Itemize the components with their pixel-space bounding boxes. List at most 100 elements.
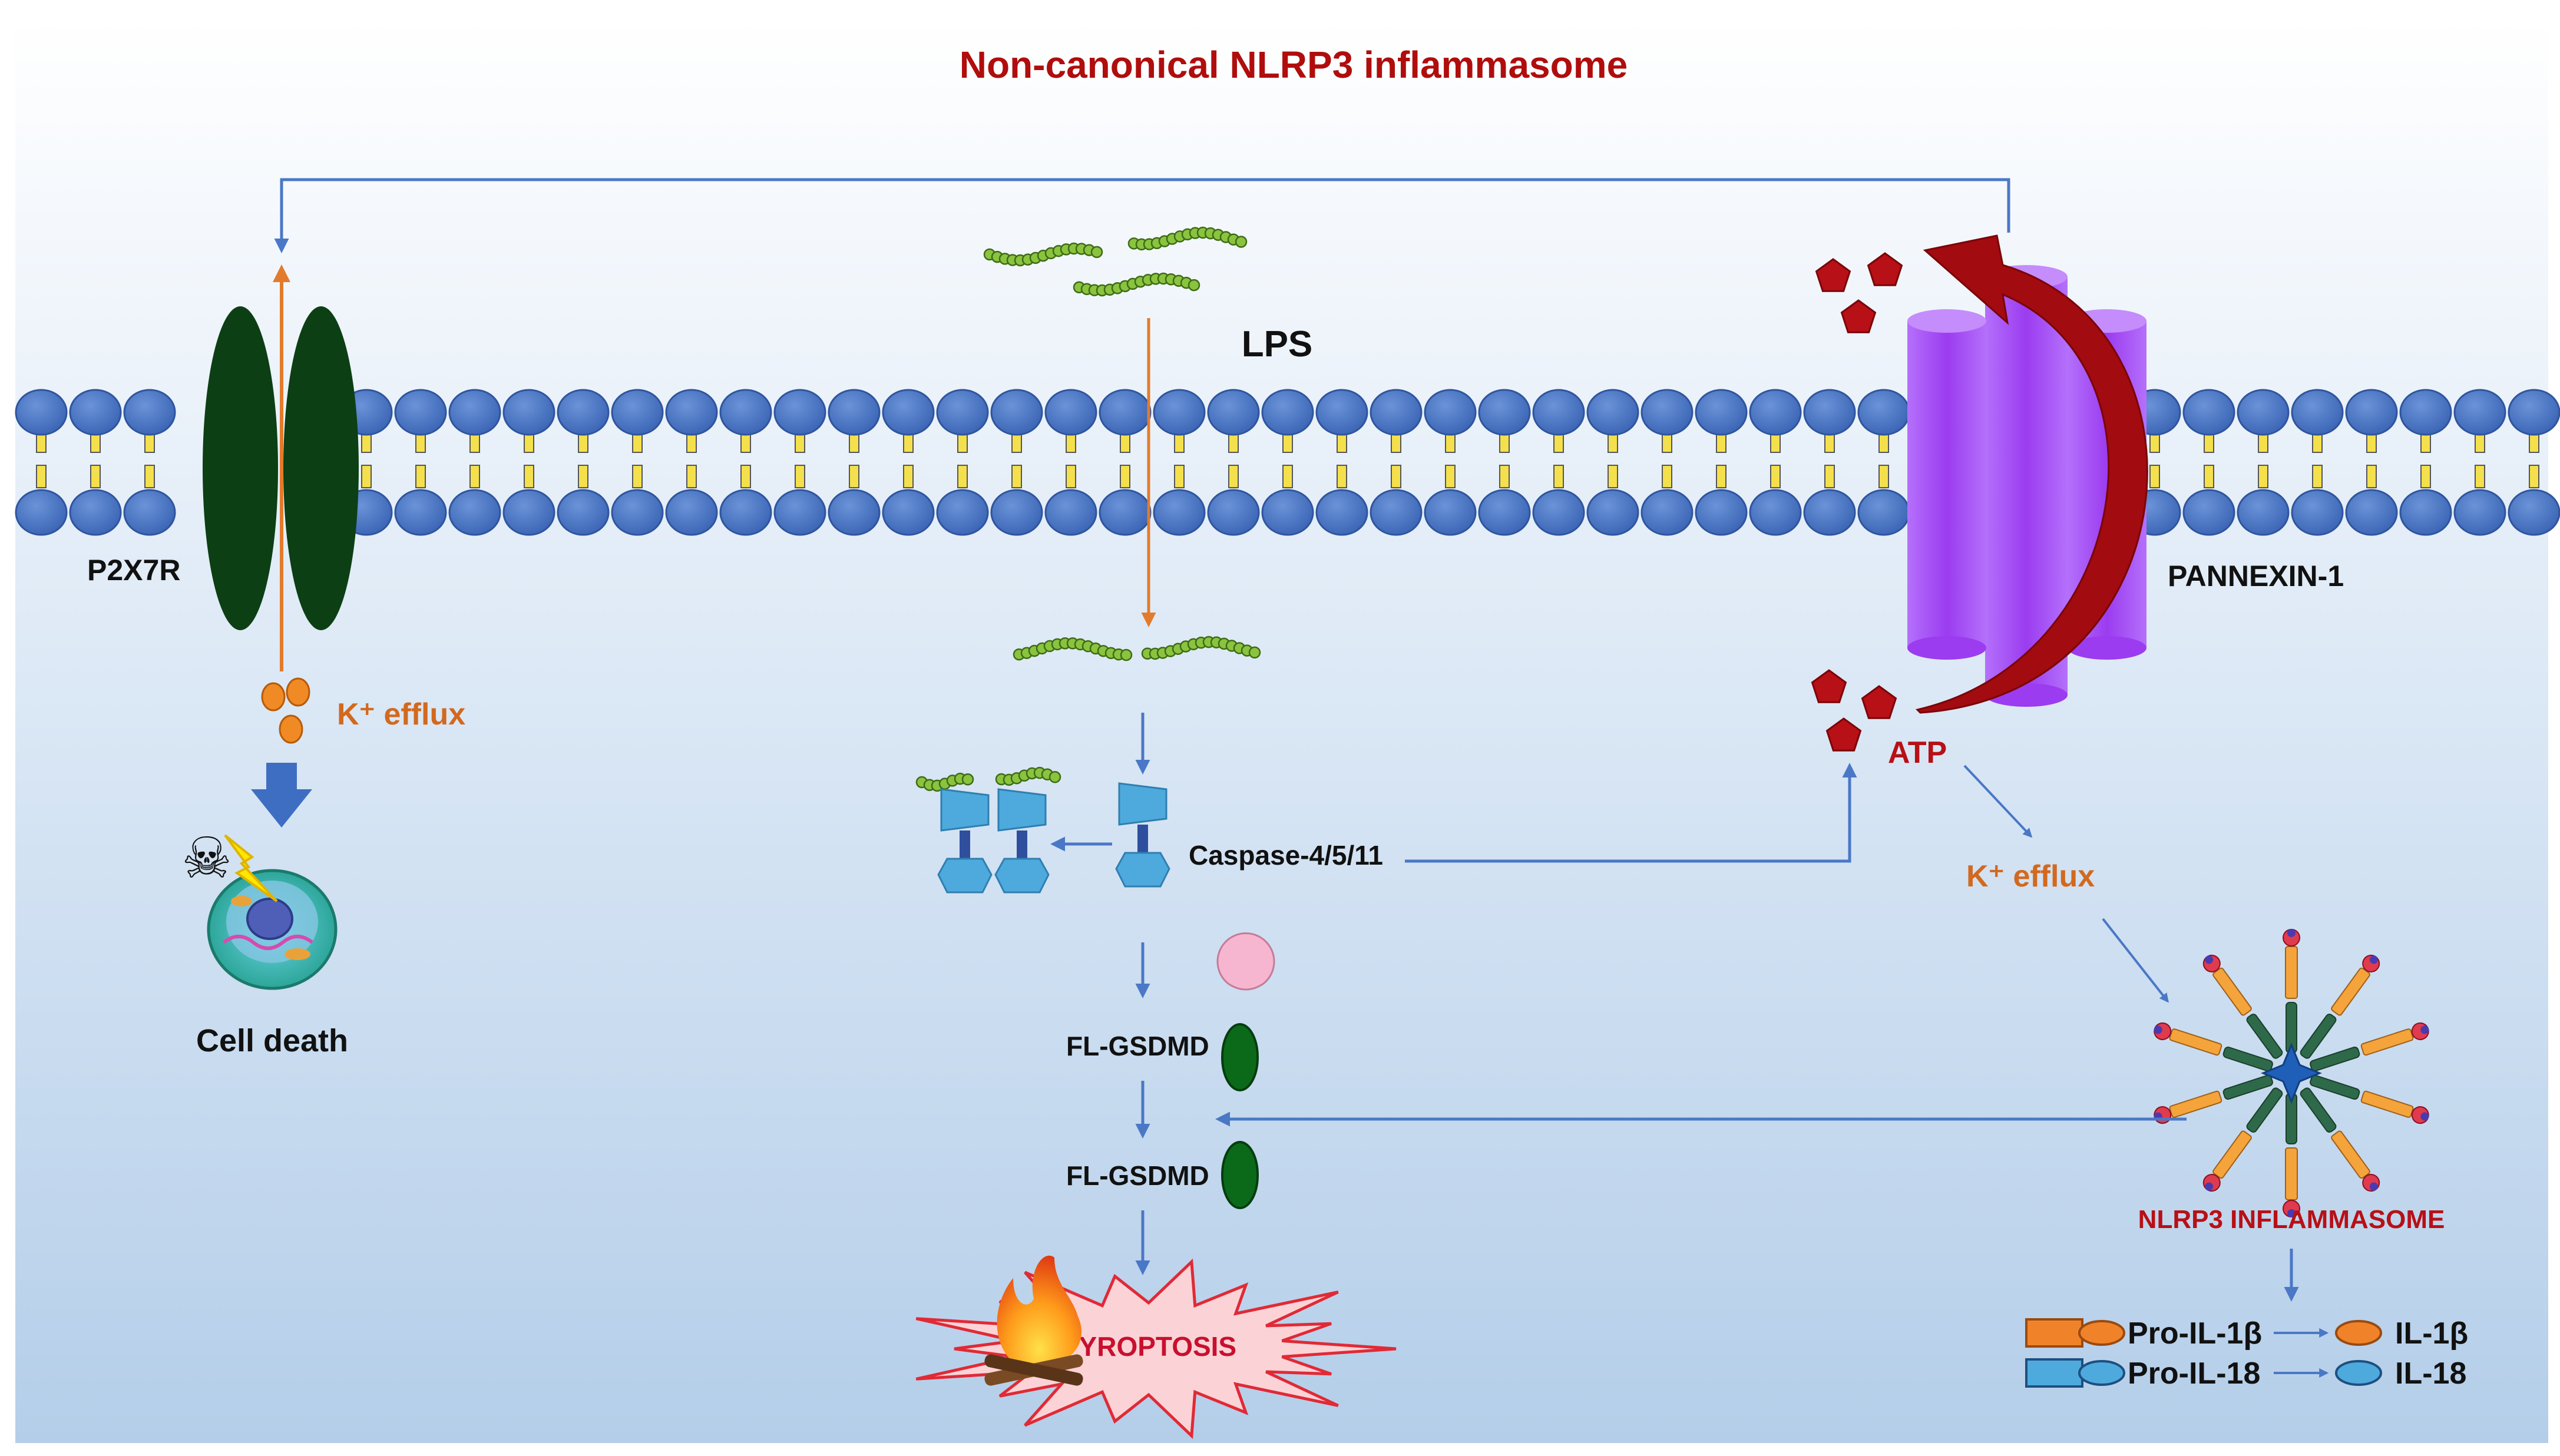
lipid-head-bottom <box>611 489 664 536</box>
atp-molecules <box>1811 252 1903 752</box>
k-ions-left <box>261 677 310 744</box>
diagram-panel <box>15 18 2548 1443</box>
pannexin-label: PANNEXIN-1 <box>2168 560 2344 593</box>
nlrp3-spoke <box>2202 954 2283 1059</box>
lipid-head-top <box>15 389 68 436</box>
lipid-tail-bottom <box>1445 465 1456 488</box>
phospholipid <box>882 389 935 536</box>
lipid-head-top <box>1478 389 1531 436</box>
phospholipid <box>2291 389 2344 536</box>
lipid-head-bottom <box>123 489 176 536</box>
lipid-tail-bottom <box>849 465 859 488</box>
lps-chain <box>1141 636 1261 660</box>
phospholipid <box>502 389 555 536</box>
nlrp3-spoke <box>2283 1093 2300 1217</box>
lipid-head-top <box>1695 389 1748 436</box>
lipid-head-bottom <box>2399 489 2452 536</box>
pro-il18-mature-icon <box>2078 1360 2125 1386</box>
phospholipid <box>2237 389 2290 536</box>
phospholipid <box>1099 389 1152 536</box>
phospholipid <box>123 389 176 536</box>
lipid-head-bottom <box>1315 489 1368 536</box>
lipid-tail-bottom <box>1824 465 1835 488</box>
lipid-head-bottom <box>394 489 447 536</box>
pyroptosis-burst: PYROPTOSIS <box>915 1258 1397 1440</box>
atp-pentagon <box>1811 669 1847 703</box>
lipid-head-bottom <box>1640 489 1694 536</box>
lipid-tail-bottom <box>1282 465 1293 488</box>
caspase-catalytic-domain <box>1115 852 1170 888</box>
lipid-tail-bottom <box>1174 465 1185 488</box>
lipid-head-top <box>502 389 555 436</box>
phospholipid <box>1315 389 1368 536</box>
lipid-head-top <box>990 389 1043 436</box>
atp-pentagon <box>1861 685 1897 719</box>
lrr-domain <box>2285 1147 2298 1200</box>
nacht-domain <box>2310 1074 2360 1100</box>
lipid-head-top <box>1044 389 1097 436</box>
lipid-head-top <box>1424 389 1477 436</box>
lipid-head-top <box>1857 389 1910 436</box>
pannexin-1-channel <box>1907 265 2146 707</box>
phospholipid <box>1586 389 1639 536</box>
lipid-tail-bottom <box>1770 465 1781 488</box>
lrr-domain <box>2212 1130 2252 1179</box>
lipid-head-top <box>1099 389 1152 436</box>
phospholipid <box>1695 389 1748 536</box>
lipid-head-top <box>1532 389 1585 436</box>
phospholipid <box>2399 389 2452 536</box>
phospholipid <box>15 389 68 536</box>
pannexin-cylinder-front <box>1907 309 1987 660</box>
lipid-tail-bottom <box>1553 465 1564 488</box>
lipid-head-bottom <box>557 489 610 536</box>
asc-domain <box>2369 1182 2378 1191</box>
lps-bead <box>1248 646 1261 658</box>
lipid-head-top <box>448 389 501 436</box>
lightning-icon <box>224 834 278 902</box>
lipid-head-top <box>773 389 826 436</box>
lipid-head-bottom <box>1424 489 1477 536</box>
lps-chain <box>915 772 974 792</box>
phospholipid <box>394 389 447 536</box>
lipid-head-top <box>2508 389 2560 436</box>
il18-icon <box>2335 1360 2382 1386</box>
lipid-head-bottom <box>1586 489 1639 536</box>
lipid-head-bottom <box>1532 489 1585 536</box>
flame-icon <box>984 1255 1083 1386</box>
asc-domain <box>2287 1209 2296 1217</box>
phospholipid <box>1749 389 1802 536</box>
caspase-linker <box>1137 825 1148 853</box>
k-ion <box>286 677 310 707</box>
cell-death-label: Cell death <box>196 1023 348 1058</box>
lipid-head-bottom <box>2345 489 2398 536</box>
k-efflux-right-label: K⁺ efflux <box>1966 859 2095 894</box>
lps-molecules <box>915 226 1261 792</box>
nlrp3-spoke <box>2310 1074 2429 1124</box>
lipid-tail-bottom <box>144 465 155 488</box>
lipid-tail-bottom <box>1120 465 1130 488</box>
cytokine-processing: Pro-IL-1β IL-1β Pro-IL-18 IL-18 <box>2025 1316 2468 1391</box>
nlrp3-spoke <box>2283 929 2300 1053</box>
lrr-domain <box>2285 946 2298 999</box>
phospholipid <box>1640 389 1694 536</box>
lipid-tail-bottom <box>1499 465 1510 488</box>
k-ion <box>279 714 303 744</box>
asc-domain <box>2369 955 2378 964</box>
lipid-head-bottom <box>882 489 935 536</box>
lipid-tail-bottom <box>2475 465 2485 488</box>
lrr-domain <box>2212 967 2252 1016</box>
caspase-to-atp-arrow <box>1405 763 1857 863</box>
phospholipid <box>448 389 501 536</box>
lipid-head-top <box>611 389 664 436</box>
lps-chain <box>1073 272 1200 297</box>
phospholipid <box>1803 389 1856 536</box>
caspase-card-domain <box>997 788 1047 832</box>
phospholipid <box>1857 389 1910 536</box>
flame-shape <box>997 1255 1082 1372</box>
lps-chain <box>1127 226 1248 251</box>
pro-il1b-prodomain-icon <box>2025 1318 2083 1348</box>
atp-pentagon <box>1867 252 1903 286</box>
nacht-domain <box>2246 1014 2283 1059</box>
lipid-head-bottom <box>1044 489 1097 536</box>
atp-pentagon <box>1840 299 1877 333</box>
